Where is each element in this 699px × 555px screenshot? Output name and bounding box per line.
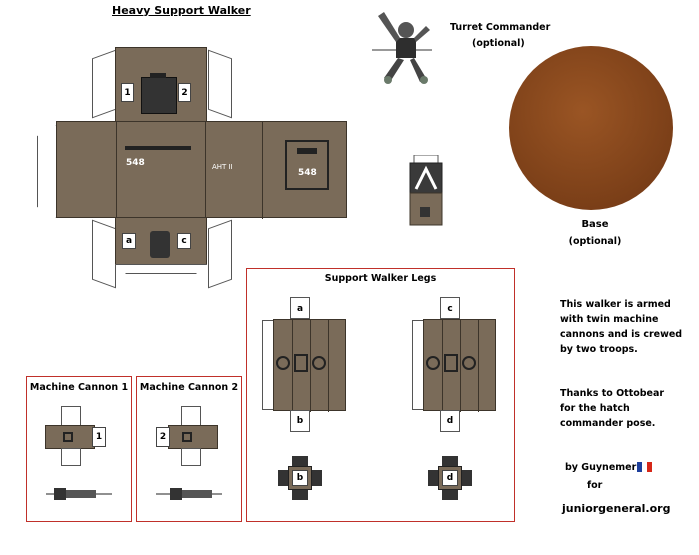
foot-tab-d: d <box>442 470 458 486</box>
credit-author: by Guynemer <box>565 462 637 473</box>
hull-mount <box>150 231 170 258</box>
vent-slot <box>125 146 191 150</box>
cannon1-body <box>45 425 95 449</box>
credit-for: for <box>587 480 603 491</box>
foot-tab-b: b <box>292 470 308 486</box>
base-note: (optional) <box>568 236 622 247</box>
thanks-line: Thanks to Ottobear <box>560 388 665 399</box>
hull-tab-c: c <box>177 233 191 249</box>
page-title: Heavy Support Walker <box>112 4 251 17</box>
thanks-line: commander pose. <box>560 418 656 429</box>
leg-cd-body <box>423 319 496 412</box>
turret-commander-note: (optional) <box>472 38 525 49</box>
leg-tab-c: c <box>442 302 458 316</box>
site-link[interactable]: juniorgeneral.org <box>562 502 671 515</box>
base-disc <box>509 46 673 210</box>
cannon1-tab: 1 <box>92 427 106 447</box>
hull-tab-2: 2 <box>178 83 191 102</box>
cannon2-tab: 2 <box>156 427 170 447</box>
rear-hatch <box>285 140 329 190</box>
description-line: cannons and is crewed <box>560 329 683 340</box>
cannon-flap <box>181 406 201 426</box>
base-label: Base <box>581 219 609 230</box>
hull-flap <box>92 219 116 289</box>
cannon1-heading: Machine Cannon 1 <box>29 382 129 393</box>
cannon-flap <box>61 448 81 466</box>
turret-commander-figure <box>372 12 432 84</box>
hull-tab-1: 1 <box>121 83 134 102</box>
hull-flap <box>37 125 57 218</box>
cannon-flap <box>181 448 201 466</box>
hatch-block <box>141 77 177 114</box>
cannon2-heading: Machine Cannon 2 <box>139 382 239 393</box>
cannon2-body <box>168 425 218 449</box>
thanks-text: Thanks to Ottobear for the hatch command… <box>560 386 664 431</box>
french-flag-icon <box>637 462 652 472</box>
hull-number-right: 548 <box>298 168 317 178</box>
hull-side-strip <box>56 121 347 219</box>
leg-tab-d: d <box>442 414 458 428</box>
leg-tab-b: b <box>292 414 308 428</box>
description-line: by two troops. <box>560 344 638 355</box>
cannon-flap <box>61 406 81 426</box>
hull-flap <box>92 49 116 119</box>
cannon1-barrel <box>46 488 112 500</box>
cannon2-barrel <box>156 488 222 500</box>
turret-commander-label: Turret Commander <box>450 22 551 33</box>
hull-flap <box>208 219 232 289</box>
hull-tab-a: a <box>122 233 136 249</box>
cannon2-panel <box>136 376 242 522</box>
thanks-line: for the hatch <box>560 403 630 414</box>
hull-flap <box>208 49 232 119</box>
legs-panel <box>246 268 515 522</box>
description-line: with twin machine <box>560 314 659 325</box>
description-line: This walker is armed <box>560 299 671 310</box>
hull-designation: AHT II <box>212 163 233 171</box>
legs-heading: Support Walker Legs <box>324 273 437 284</box>
hull-number-left: 548 <box>126 158 145 168</box>
cannon1-panel <box>26 376 132 522</box>
description-text: This walker is armed with twin machine c… <box>560 297 682 357</box>
hull-flap <box>115 264 207 274</box>
hatch-handle <box>150 73 166 78</box>
leg-tab-a: a <box>292 302 308 316</box>
commander-hatch-part <box>409 155 443 226</box>
leg-ab-body <box>273 319 346 412</box>
